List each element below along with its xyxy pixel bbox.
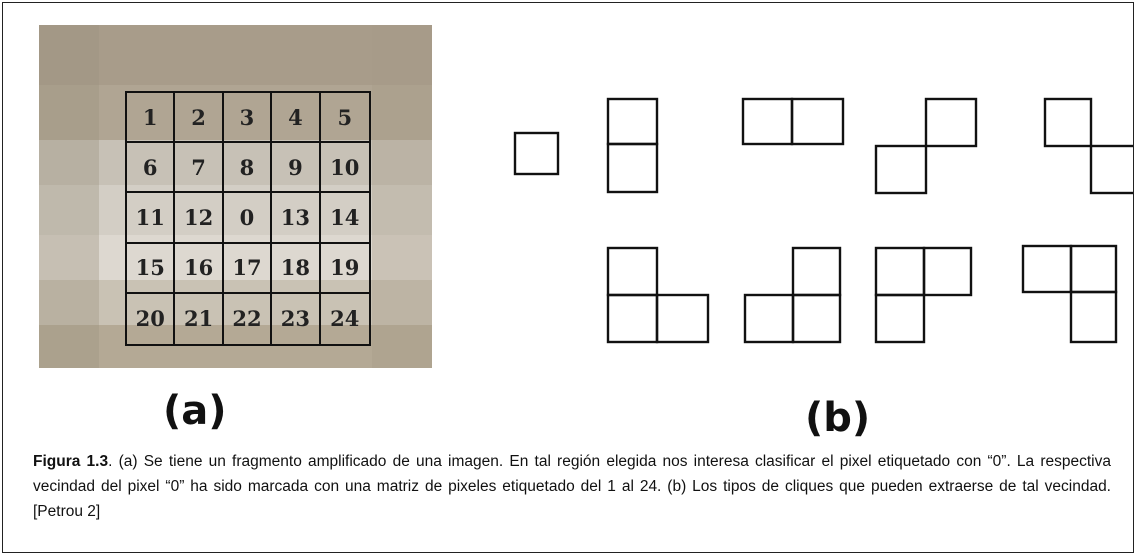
clique-diagonal-pair-right: [874, 97, 978, 195]
panel-label-b: (b): [805, 395, 871, 441]
grid-cell: 16: [175, 243, 224, 294]
clique-triple-1: [606, 246, 710, 344]
grid-cell: 20: [127, 293, 176, 344]
clique-triple-2: [743, 246, 842, 344]
grid-cell: 11: [127, 193, 176, 244]
clique-horizontal-pair: [741, 97, 845, 146]
grid-cell: 10: [320, 143, 369, 194]
caption-text: . (a) Se tiene un fragmento amplificado …: [33, 453, 1111, 520]
grid-cell: 24: [330, 306, 360, 332]
grid-cell: 0: [223, 193, 273, 244]
grid-cell: 19: [320, 244, 369, 294]
grid-cell: 9: [272, 143, 321, 194]
clique-vertical-pair: [606, 97, 659, 194]
clique-types: [513, 97, 1133, 344]
grid-cell: 3: [223, 93, 273, 144]
panel-label-a: (a): [163, 388, 227, 434]
grid-cell: 14: [320, 193, 369, 244]
grid-cell: 4: [272, 93, 321, 144]
grid-cell: 23: [272, 293, 321, 344]
grid-cell: 15: [127, 243, 176, 294]
grid-cell: 21: [175, 293, 224, 344]
clique-triple-4: [1021, 244, 1118, 344]
grid-cell: 6: [127, 143, 176, 194]
grid-cell: 12: [175, 193, 224, 244]
grid-cell: 22: [224, 293, 273, 344]
grid-cell: 2: [175, 93, 224, 144]
clique-single: [513, 131, 560, 176]
grid-cell: 7: [175, 143, 224, 194]
figure-caption: Figura 1.3. (a) Se tiene un fragmento am…: [33, 449, 1111, 524]
clique-triple-3: [874, 246, 973, 344]
grid-cell: 18: [272, 243, 321, 294]
grid-cell: 13: [272, 193, 321, 244]
grid-cell: 5: [320, 93, 369, 144]
clique-diagonal-pair-left: [1043, 97, 1133, 195]
grid-cell: 17: [223, 243, 273, 294]
grid-cell: 1: [127, 93, 176, 144]
grid-cell: 8: [223, 143, 273, 194]
figure-number: Figura 1.3: [33, 453, 109, 470]
